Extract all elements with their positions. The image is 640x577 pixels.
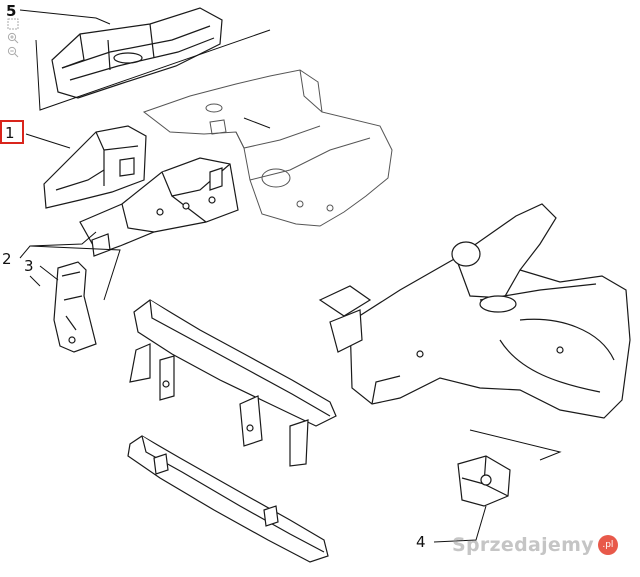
leader-3 (39, 265, 59, 281)
callout-1-highlight (0, 120, 24, 144)
leader-upper (243, 117, 271, 129)
part-5-upper-panel[interactable] (51, 7, 223, 99)
leader-5 (19, 9, 111, 25)
callout-3[interactable]: 3 (24, 257, 34, 275)
front-cross-member[interactable] (129, 299, 337, 467)
leader-lines (19, 9, 562, 543)
zoom-in-icon[interactable] (6, 32, 20, 46)
callout-1[interactable]: 1 (5, 124, 15, 142)
leader-3b (29, 275, 41, 287)
leader-2 (19, 231, 97, 259)
bracket-line-5 (35, 29, 271, 111)
leader-2b (29, 245, 121, 301)
leader-1 (25, 133, 71, 149)
part-3-bracket[interactable] (53, 261, 97, 353)
callout-4[interactable]: 4 (416, 533, 426, 551)
zoom-out-icon[interactable] (6, 46, 20, 60)
part-4-mount[interactable] (457, 455, 511, 507)
callout-2[interactable]: 2 (2, 250, 12, 268)
leader-4 (433, 505, 487, 543)
callout-5[interactable]: 5 (6, 2, 16, 20)
body-frame-upper[interactable] (142, 69, 393, 227)
leader-4b (469, 429, 562, 461)
part-1-front-rail-piece[interactable] (43, 125, 147, 209)
bumper-reinforcement-bar[interactable] (127, 435, 329, 563)
select-box-icon[interactable] (6, 18, 20, 32)
watermark: Sprzedajemy .pl (452, 528, 622, 562)
watermark-badge: .pl (597, 535, 618, 555)
watermark-text: Sprzedajemy (452, 534, 594, 556)
part-2-side-rail[interactable] (79, 157, 239, 257)
right-wheel-arch-assembly[interactable] (318, 203, 631, 419)
